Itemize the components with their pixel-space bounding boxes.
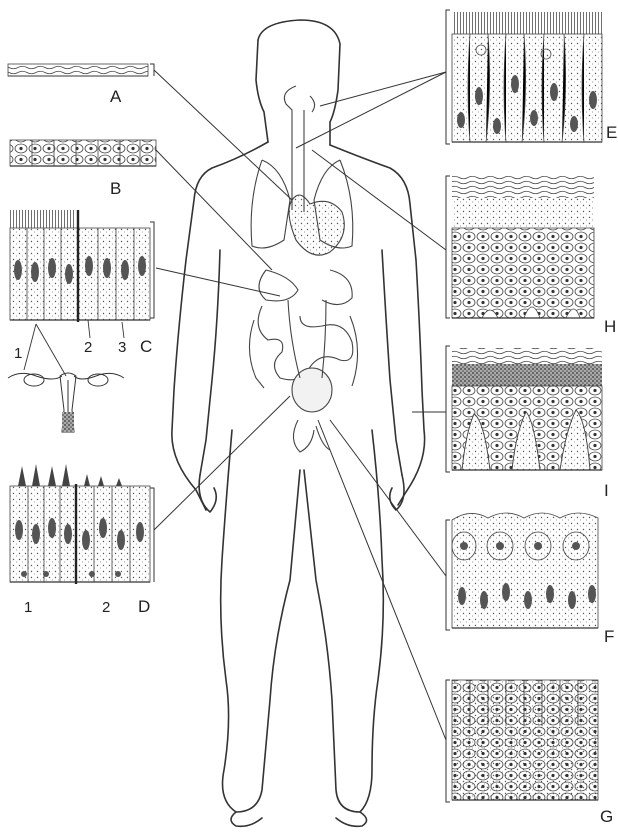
heart-shape: [289, 195, 344, 255]
panel-g: G: [446, 680, 613, 826]
label-f: F: [604, 627, 614, 646]
human-body-outline: [172, 20, 425, 826]
panel-f: F: [446, 513, 614, 646]
panel-a: A: [8, 64, 154, 106]
label-d1: 1: [24, 599, 32, 616]
label-c: C: [140, 337, 152, 356]
label-i: I: [604, 481, 609, 500]
panel-h: H: [446, 176, 616, 336]
panel-i: I: [446, 346, 609, 500]
label-e: E: [606, 123, 617, 142]
label-c1: 1: [14, 345, 22, 362]
label-d2: 2: [102, 599, 110, 616]
panel-c: 1 2 3 C: [10, 210, 154, 376]
panel-b: B: [10, 140, 156, 198]
label-b: B: [110, 179, 121, 198]
label-c3: 3: [118, 339, 126, 356]
uterus-diagram: [8, 373, 124, 432]
panel-d: 1 2 D: [10, 464, 154, 616]
label-g: G: [600, 807, 613, 826]
bladder-shape: [292, 368, 332, 412]
panel-e: E: [446, 10, 617, 144]
label-a: A: [110, 87, 122, 106]
label-c2: 2: [84, 339, 92, 356]
label-h: H: [604, 317, 616, 336]
label-d: D: [138, 597, 150, 616]
organs: [249, 86, 357, 452]
